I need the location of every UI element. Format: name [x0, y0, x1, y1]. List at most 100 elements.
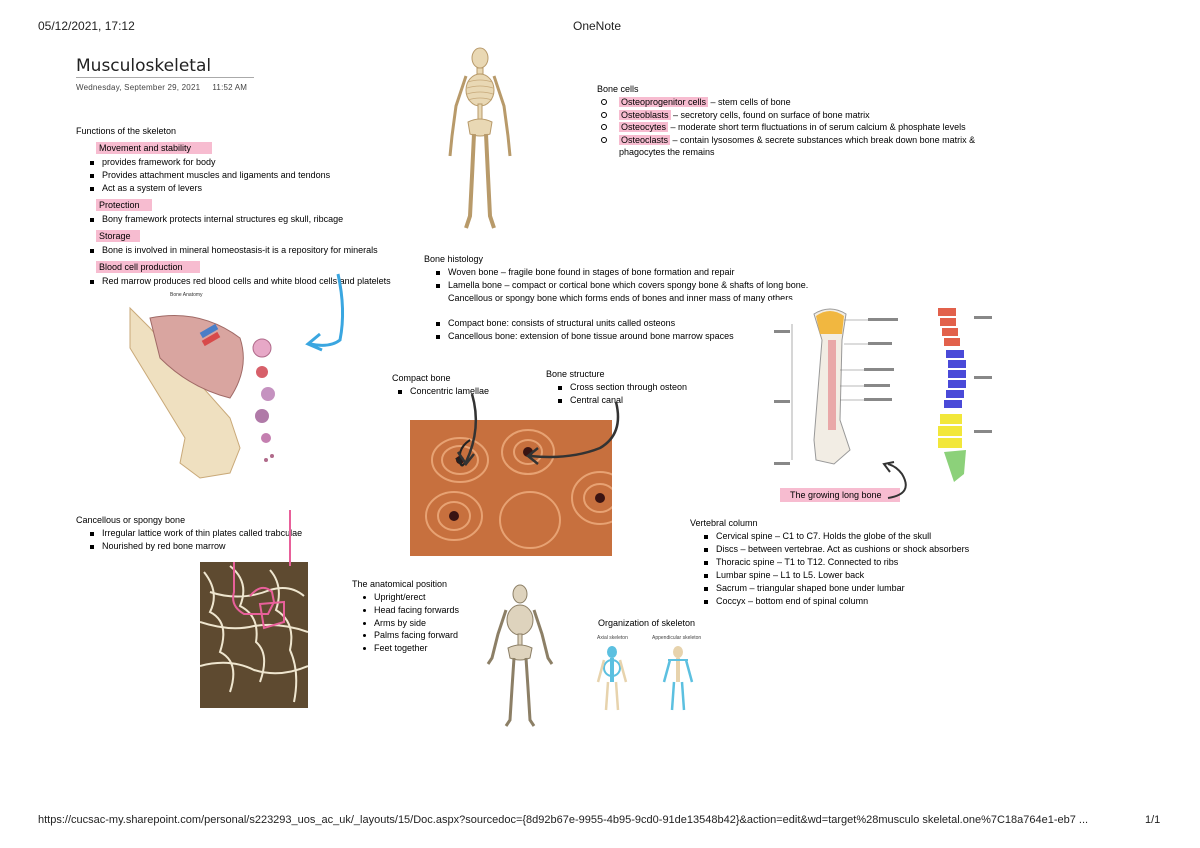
growing-long-bone-highlight: The growing long bone	[780, 488, 900, 502]
movement-list: provides framework for body Provides att…	[76, 156, 416, 195]
organization-skeletons	[596, 646, 694, 711]
histology-list: Woven bone – fragile bone found in stage…	[424, 266, 824, 292]
list-item: Cross section through osteon	[556, 381, 687, 394]
footer-url: https://cucsac-my.sharepoint.com/persona…	[38, 814, 1089, 826]
page-title: Musculoskeletal	[76, 56, 212, 76]
list-item: Palms facing forward	[360, 629, 459, 642]
list-item: Osteocytes – moderate short term fluctua…	[597, 121, 997, 134]
list-item: Woven bone – fragile bone found in stage…	[434, 266, 824, 279]
functions-section: Functions of the skeleton Movement and s…	[76, 125, 416, 287]
cell-term: Osteoclasts	[619, 134, 671, 145]
blood-list: Red marrow produces red blood cells and …	[76, 275, 416, 288]
list-item: Osteoblasts – secretory cells, found on …	[597, 109, 997, 122]
osteon-micrograph-art	[410, 420, 612, 556]
cell-desc: – moderate short term fluctuations in of…	[668, 122, 966, 133]
list-item: Discs – between vertebrae. Act as cushio…	[702, 543, 969, 556]
list-item: Head facing forwards	[360, 604, 459, 617]
page-meta: Wednesday, September 29, 2021 11:52 AM	[76, 83, 248, 92]
skeleton-figure-top	[448, 47, 512, 229]
cancellous-list: Irregular lattice work of thin plates ca…	[76, 527, 302, 553]
compact-bone-list: Concentric lamellae	[392, 385, 489, 398]
list-item: Central canal	[556, 394, 687, 407]
cell-desc: – stem cells of bone	[708, 97, 791, 107]
anatomical-position-section: The anatomical position Upright/erect He…	[352, 578, 459, 655]
long-bone-illustration	[774, 308, 898, 465]
list-item: Osteoclasts – contain lysosomes & secret…	[597, 134, 999, 159]
vertebral-section: Vertebral column Cervical spine – C1 to …	[690, 517, 969, 607]
bone-anatomy-diagram: Bone Anatomy	[90, 288, 300, 480]
histology-list-2: Compact bone: consists of structural uni…	[424, 317, 824, 343]
list-item: Bony framework protects internal structu…	[88, 213, 416, 226]
osteon-micrograph	[410, 420, 612, 556]
spine-diagram	[930, 304, 996, 484]
long-bone-diagram	[770, 300, 922, 470]
list-item: Coccyx – bottom end of spinal column	[702, 595, 969, 608]
list-item: Irregular lattice work of thin plates ca…	[88, 527, 302, 540]
bone-structure-list: Cross section through osteon Central can…	[546, 381, 687, 407]
bone-structure-heading: Bone structure	[546, 369, 605, 379]
storage-list: Bone is involved in mineral homeostasis-…	[76, 244, 416, 257]
cell-term: Osteoblasts	[619, 109, 671, 120]
protection-highlight: Protection	[96, 198, 152, 211]
protection-list: Bony framework protects internal structu…	[76, 213, 416, 226]
list-item: Compact bone: consists of structural uni…	[434, 317, 824, 330]
anatomical-list: Upright/erect Head facing forwards Arms …	[352, 591, 459, 655]
list-item: Osteoprogenitor cells – stem cells of bo…	[597, 96, 997, 109]
bone-structure-section: Bone structure Cross section through ost…	[546, 368, 687, 407]
functions-heading: Functions of the skeleton	[76, 126, 177, 136]
anatomical-heading: The anatomical position	[352, 579, 448, 589]
list-item: Bone is involved in mineral homeostasis-…	[88, 244, 416, 257]
list-item: Arms by side	[360, 617, 459, 630]
spine-illustration	[938, 308, 992, 482]
vertebral-heading: Vertebral column	[690, 518, 758, 528]
list-item: Cancellous bone: extension of bone tissu…	[434, 330, 824, 343]
list-item: provides framework for body	[88, 156, 416, 169]
cell-term: Osteoprogenitor cells	[619, 97, 709, 107]
compact-bone-heading: Compact bone	[392, 373, 451, 383]
blood-highlight: Blood cell production	[96, 260, 200, 273]
organization-heading: Organization of skeleton	[598, 618, 696, 628]
bone-cells-heading: Bone cells	[597, 84, 639, 94]
print-datetime: 05/12/2021, 17:12	[38, 19, 135, 33]
list-item: Thoracic spine – T1 to T12. Connected to…	[702, 556, 969, 569]
list-item: Provides attachment muscles and ligament…	[88, 169, 416, 182]
footer-page-number: 1/1	[1145, 814, 1161, 826]
vertebral-list: Cervical spine – C1 to C7. Holds the glo…	[690, 530, 969, 607]
histology-heading: Bone histology	[424, 254, 484, 264]
list-item: Lamella bone – compact or cortical bone …	[434, 279, 824, 292]
lamella-continuation: Cancellous or spongy bone which forms en…	[448, 292, 793, 303]
list-item: Cervical spine – C1 to C7. Holds the glo…	[702, 530, 969, 543]
cell-term: Osteocytes	[619, 122, 669, 133]
spongy-bone-art	[200, 562, 308, 708]
bone-cells-section: Bone cells Osteoprogenitor cells – stem …	[597, 83, 997, 159]
bone-anatomy-illustration	[129, 306, 275, 479]
list-item: Upright/erect	[360, 591, 459, 604]
list-item: Sacrum – triangular shaped bone under lu…	[702, 582, 969, 595]
pink-line-drawing	[289, 510, 291, 566]
list-item: Act as a system of levers	[88, 182, 416, 195]
histology-section: Bone histology Woven bone – fragile bone…	[424, 253, 824, 343]
cancellous-heading: Cancellous or spongy bone	[76, 515, 186, 525]
cell-desc: – secretory cells, found on surface of b…	[670, 109, 870, 120]
compact-bone-section: Compact bone Concentric lamellae	[392, 372, 489, 398]
blue-arrow-drawing	[305, 273, 345, 352]
diagram-title: Bone Anatomy	[170, 292, 203, 298]
spongy-bone-micrograph	[200, 562, 308, 708]
list-item: Feet together	[360, 642, 459, 655]
cell-desc: – contain lysosomes & secrete substances…	[619, 134, 976, 158]
dark-arrow-drawing-2	[456, 393, 478, 467]
appendicular-label: Appendicular skeleton	[652, 635, 702, 641]
list-item: Concentric lamellae	[396, 385, 489, 398]
cancellous-section: Cancellous or spongy bone Irregular latt…	[76, 514, 302, 553]
list-item: Red marrow produces red blood cells and …	[88, 275, 416, 288]
list-item: Lumbar spine – L1 to L5. Lower back	[702, 569, 969, 582]
print-app-name: OneNote	[573, 19, 622, 33]
movement-highlight: Movement and stability	[96, 142, 212, 154]
bone-cells-list: Osteoprogenitor cells – stem cells of bo…	[597, 96, 997, 159]
dark-arrow-drawing	[525, 401, 620, 465]
list-item: Nourished by red bone marrow	[88, 540, 302, 553]
title-underline	[76, 77, 254, 78]
storage-highlight: Storage	[96, 229, 140, 242]
growing-long-bone-label: The growing long bone	[780, 485, 900, 503]
axial-label: Axial skeleton	[597, 635, 628, 641]
